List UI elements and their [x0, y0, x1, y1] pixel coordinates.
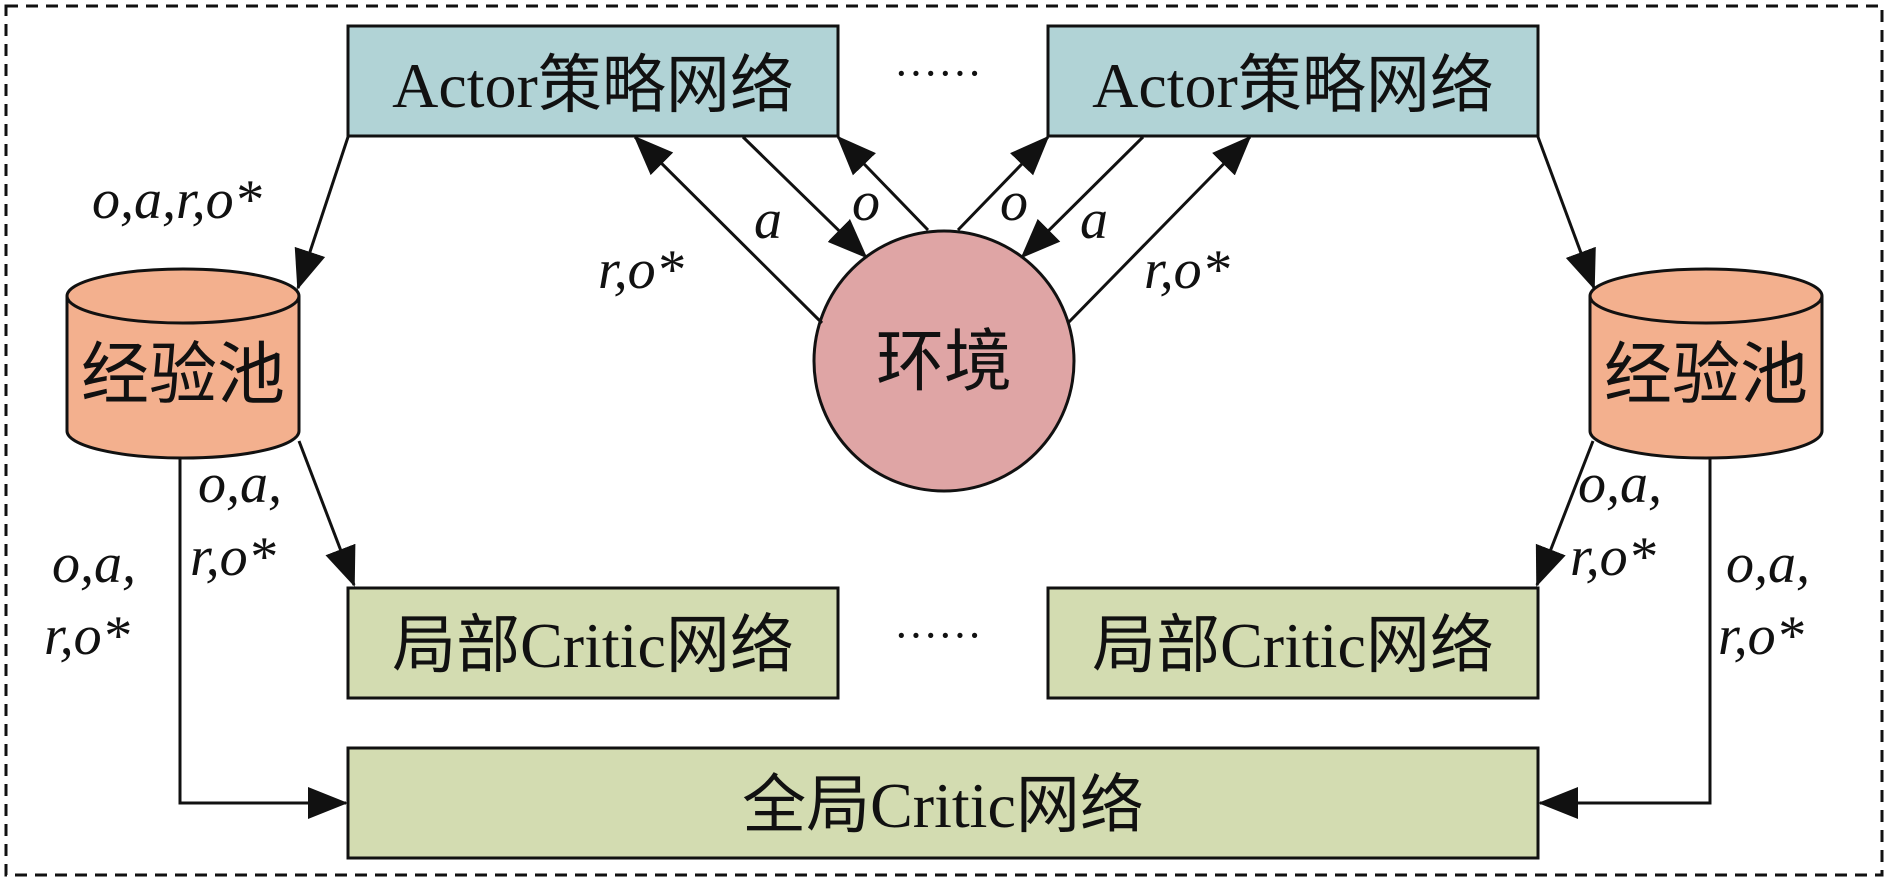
edge-label-pool-right-global-line1: o,a,	[1726, 533, 1810, 595]
edge-label-actor-to-pool-left: o,a,r,o*	[92, 169, 262, 231]
experience-pool-left-label: 经验池	[81, 337, 285, 413]
arrow-actor-left-to-pool	[294, 136, 350, 290]
actor-network-left-box	[346, 24, 840, 138]
arrow-env-to-actor-right-reward	[1066, 135, 1252, 325]
local-critic-left-box	[346, 586, 840, 700]
ellipsis-top: ······	[894, 49, 982, 98]
local-critic-right-label: 局部Critic网络	[1092, 610, 1494, 681]
edge-label-env-to-actor-left-obs: o	[852, 171, 880, 233]
edge-label-pool-right-local-line1: o,a,	[1578, 453, 1662, 515]
environment-label: 环境	[876, 324, 1012, 400]
arrow-actor-right-to-env	[1020, 135, 1145, 259]
arrow-pool-right-to-global-critic	[1538, 458, 1712, 819]
arrow-pool-left-to-global-critic	[178, 458, 348, 819]
arrow-pool-right-to-local-critic	[1535, 440, 1595, 587]
arrow-env-to-actor-left-reward	[633, 135, 824, 325]
edge-label-pool-right-local-line2: r,o*	[1570, 526, 1656, 588]
edge-label-pool-right-global-line2: r,o*	[1718, 605, 1804, 667]
edge-label-pool-left-global-line1: o,a,	[52, 533, 136, 595]
local-critic-right-box	[1046, 586, 1540, 700]
outer-frame	[4, 4, 1884, 877]
edge-label-pool-left-global-line2: r,o*	[44, 605, 130, 667]
arrow-env-to-actor-right-obs	[956, 135, 1050, 232]
experience-pool-left: 经验池	[65, 267, 301, 460]
environment-node	[812, 229, 1076, 493]
edge-label-env-to-actor-left-reward: r,o*	[598, 239, 684, 301]
experience-pool-right-label: 经验池	[1604, 337, 1808, 413]
edge-label-actor-right-to-env: a	[1080, 189, 1108, 251]
global-critic-label: 全局Critic网络	[742, 770, 1144, 841]
edge-label-env-to-actor-right-reward: r,o*	[1144, 239, 1230, 301]
local-critic-left-label: 局部Critic网络	[392, 610, 794, 681]
edge-label-pool-left-local-line1: o,a,	[198, 453, 282, 515]
arrow-actor-right-to-pool	[1536, 136, 1596, 290]
edge-label-actor-left-to-env: a	[754, 189, 782, 251]
actor-network-right-label: Actor策略网络	[1092, 50, 1494, 121]
edge-label-pool-left-local-line2: r,o*	[190, 526, 276, 588]
ellipsis-bottom: ······	[894, 611, 982, 660]
experience-pool-right: 经验池	[1588, 267, 1824, 460]
edge-label-env-to-actor-right-obs: o	[1000, 171, 1028, 233]
arrow-pool-left-to-local-critic	[297, 440, 356, 587]
arrow-env-to-actor-left-obs	[836, 135, 930, 232]
actor-network-left-label: Actor策略网络	[392, 50, 794, 121]
actor-network-right-box	[1046, 24, 1540, 138]
arrow-actor-left-to-env	[741, 135, 868, 259]
